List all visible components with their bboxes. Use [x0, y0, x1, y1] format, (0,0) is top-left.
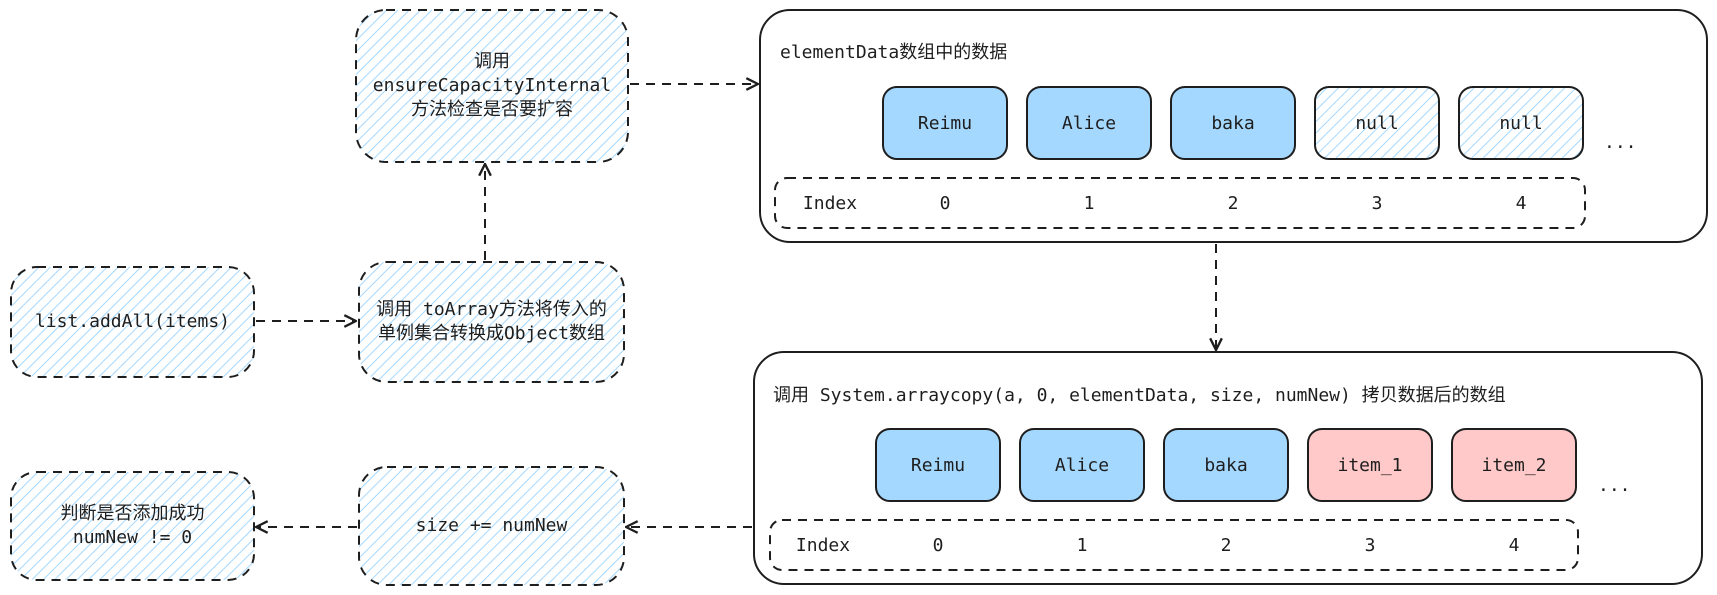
- top-ellipsis: ...: [1604, 132, 1637, 153]
- top-cell-label-0: Reimu: [917, 112, 973, 134]
- top-index-3: 3: [1371, 192, 1383, 214]
- bottom-cell-3: [1307, 428, 1433, 502]
- bottom-ellipsis: ...: [1598, 475, 1631, 496]
- bottom-cell-label-0: Reimu: [910, 454, 966, 476]
- bottom-index-2: 2: [1220, 534, 1232, 556]
- step-box-check-success: [10, 471, 255, 581]
- top-cell-2: [1170, 86, 1296, 160]
- top-index-2: 2: [1227, 192, 1239, 214]
- top-cell-label-3: null: [1355, 112, 1399, 134]
- step-box-ensure-capacity: [355, 9, 629, 163]
- top-cell-1: [1026, 86, 1152, 160]
- top-index-label: Index: [802, 192, 858, 214]
- top-index-1: 1: [1083, 192, 1095, 214]
- ensure-capacity-label: 调用 ensureCapacityInternal 方法检查是否要扩容: [372, 51, 612, 120]
- step-box-to-array: [358, 261, 625, 383]
- bottom-cell-label-1: Alice: [1054, 454, 1110, 476]
- bottom-index-label: Index: [795, 534, 851, 556]
- step-box-add-all: [10, 266, 255, 378]
- top-panel-title: elementData数组中的数据: [780, 42, 1008, 63]
- top-index-4: 4: [1515, 192, 1527, 214]
- bottom-cell-label-4: item_2: [1481, 454, 1547, 476]
- bottom-cell-2: [1163, 428, 1289, 502]
- bottom-index-row: [769, 519, 1579, 571]
- bottom-cell-4: [1451, 428, 1577, 502]
- top-cell-3: [1314, 86, 1440, 160]
- bottom-cell-1: [1019, 428, 1145, 502]
- bottom-cell-label-2: baka: [1204, 454, 1248, 476]
- bottom-panel-title: 调用 System.arraycopy(a, 0, elementData, s…: [773, 385, 1506, 406]
- bottom-index-3: 3: [1364, 534, 1376, 556]
- bottom-index-1: 1: [1076, 534, 1088, 556]
- bottom-cell-0: [875, 428, 1001, 502]
- top-index-row: [774, 177, 1586, 229]
- top-cell-4: [1458, 86, 1584, 160]
- bottom-cell-label-3: item_1: [1337, 454, 1403, 476]
- top-cell-label-1: Alice: [1061, 112, 1117, 134]
- bottom-index-4: 4: [1508, 534, 1520, 556]
- top-cell-label-4: null: [1499, 112, 1543, 134]
- top-index-0: 0: [939, 192, 951, 214]
- top-cell-0: [882, 86, 1008, 160]
- step-box-size-update: [358, 466, 625, 586]
- add-all-label: list.addAll(items): [34, 311, 231, 332]
- check-success-label: 判断是否添加成功 numNew != 0: [60, 503, 205, 548]
- size-update-label: size += numNew: [415, 515, 568, 536]
- to-array-label: 调用 toArray方法将传入的 单例集合转换成Object数组: [376, 299, 607, 344]
- top-cell-label-2: baka: [1211, 112, 1255, 134]
- bottom-index-0: 0: [932, 534, 944, 556]
